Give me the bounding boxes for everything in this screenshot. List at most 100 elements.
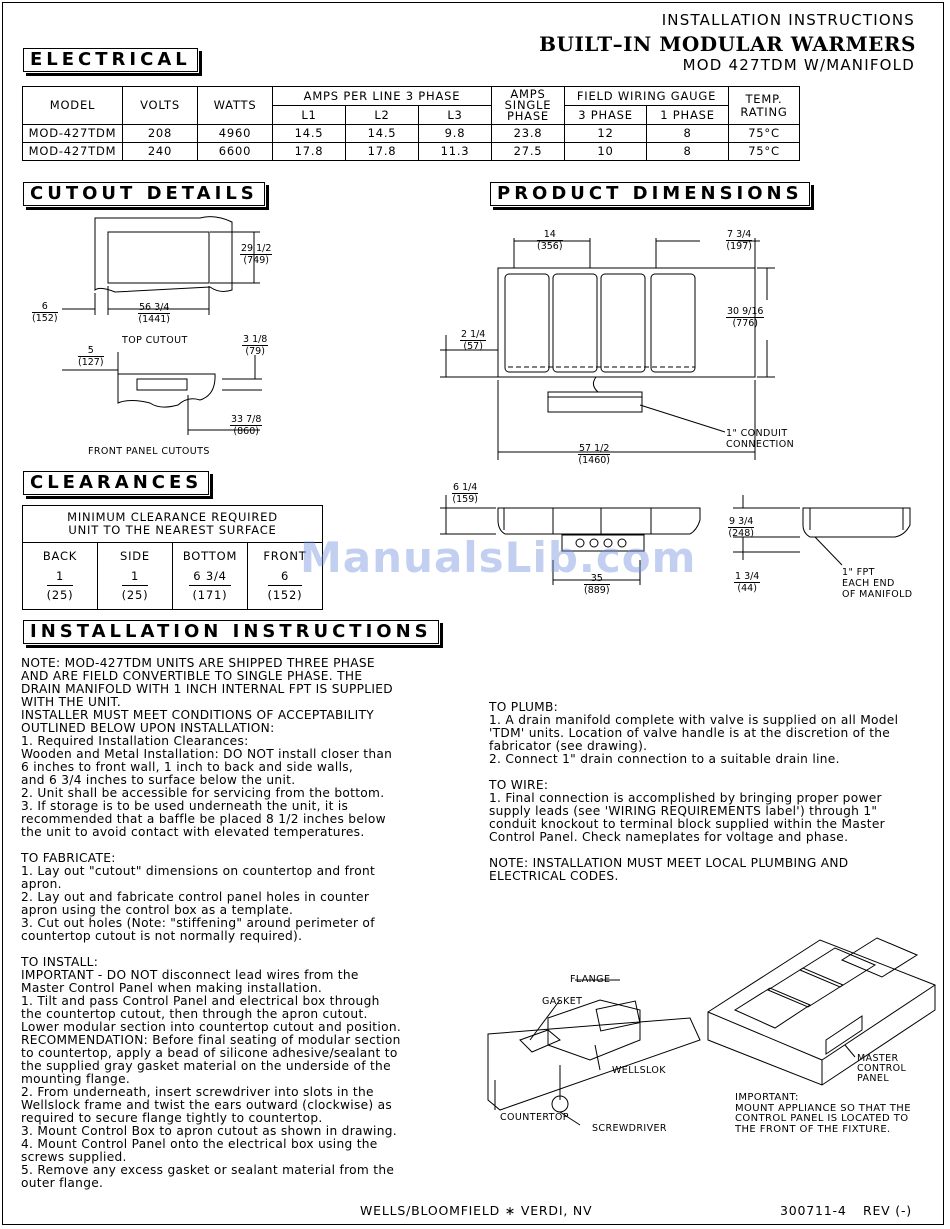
dim-mm: (1460) bbox=[578, 455, 610, 466]
table-row: MOD-427TDM 208 4960 14.5 14.5 9.8 23.8 1… bbox=[22, 124, 800, 143]
clearance-in: 6 3/4 bbox=[189, 567, 231, 586]
dim-5: 5(127) bbox=[78, 345, 104, 368]
dim-7-3-4: 7 3/4(197) bbox=[726, 229, 753, 252]
dim-mm: (1441) bbox=[138, 314, 170, 325]
cell-model: MOD-427TDM bbox=[22, 142, 123, 161]
col-amps-single-l3: PHASE bbox=[506, 109, 549, 123]
clearance-label: BACK bbox=[42, 549, 78, 563]
cutout-drawings bbox=[62, 216, 262, 435]
cell-l2: 14.5 bbox=[345, 124, 419, 143]
clearance-mm: (152) bbox=[267, 588, 303, 602]
table-row: MOD-427TDM 240 6600 17.8 17.8 11.3 27.5 … bbox=[22, 142, 800, 161]
dim-value: 57 1/2 bbox=[578, 443, 611, 455]
unit-top-view bbox=[497, 267, 756, 378]
col-amps-single-l2: SINGLE bbox=[504, 98, 552, 112]
dim-mm: (197) bbox=[726, 241, 752, 252]
front-control-panel bbox=[561, 534, 645, 552]
fpt-label-3: OF MANIFOLD bbox=[842, 589, 913, 600]
dim-35: 35(889) bbox=[584, 573, 610, 596]
master-panel-label-1: MASTER bbox=[857, 1053, 899, 1064]
cutout-heading: CUTOUT DETAILS bbox=[23, 182, 269, 210]
master-panel-label-3: PANEL bbox=[857, 1073, 890, 1084]
clearance-in: 1 bbox=[46, 567, 74, 586]
document-title: BUILT–IN MODULAR WARMERS bbox=[539, 32, 916, 56]
electrical-table: MODEL VOLTS WATTS AMPS PER LINE 3 PHASE … bbox=[22, 86, 800, 161]
dim-value: 6 bbox=[32, 301, 58, 313]
cell-watts: 4960 bbox=[197, 124, 273, 143]
clearance-title: MINIMUM CLEARANCE REQUIRED UNIT TO THE N… bbox=[22, 505, 323, 543]
clearances-heading: CLEARANCES bbox=[23, 471, 214, 499]
clearance-back: BACK 1 (25) bbox=[22, 542, 98, 610]
dim-value: 9 3/4 bbox=[728, 516, 755, 528]
cell-single: 27.5 bbox=[491, 142, 565, 161]
dim-value: 6 1/4 bbox=[452, 482, 479, 494]
footer-company: WELLS/BLOOMFIELD ∗ VERDI, NV bbox=[360, 1203, 593, 1218]
dim-mm: (127) bbox=[78, 357, 104, 368]
dim-2-1-4: 2 1/4(57) bbox=[460, 329, 487, 352]
warmer-unit-drawing bbox=[707, 939, 936, 1086]
conduit-label-1: 1" CONDUIT bbox=[726, 428, 788, 439]
dim-mm: (776) bbox=[732, 318, 758, 329]
master-panel-drawing bbox=[825, 1015, 863, 1055]
top-cutout-opening bbox=[107, 231, 210, 284]
col-amps-single: AMPS SINGLE PHASE bbox=[491, 86, 565, 125]
model-subtitle: MOD 427TDM W/MANIFOLD bbox=[682, 56, 915, 74]
master-panel-label-2: CONTROL bbox=[857, 1063, 907, 1074]
clearance-values-row: BACK 1(25) SIDE 1(25) BOTTOM 6 3/4(171) … bbox=[22, 542, 323, 610]
dim-14: 14(356) bbox=[537, 229, 563, 252]
clearance-mm: (25) bbox=[121, 588, 149, 602]
clearance-label: SIDE bbox=[119, 549, 150, 563]
table-header-row: MODEL VOLTS WATTS AMPS PER LINE 3 PHASE … bbox=[22, 86, 800, 125]
dim-mm: (44) bbox=[737, 583, 757, 594]
dim-value: 1 3/4 bbox=[734, 571, 761, 583]
dim-mm: (749) bbox=[243, 255, 269, 266]
dim-value: 33 7/8 bbox=[230, 414, 263, 426]
table-subheader-row: L1 L2 L3 3 PHASE 1 PHASE bbox=[23, 105, 800, 125]
clearance-mm: (25) bbox=[46, 588, 74, 602]
dim-mm: (159) bbox=[452, 494, 478, 505]
wellslok-label: WELLSLOK bbox=[612, 1065, 666, 1076]
dim-mm: (248) bbox=[728, 528, 754, 539]
cell-model: MOD-427TDM bbox=[22, 124, 123, 143]
col-watts: WATTS bbox=[197, 86, 273, 125]
cell-temp: 75°C bbox=[728, 124, 800, 143]
dim-9-3-4: 9 3/4(248) bbox=[728, 516, 755, 539]
dim-value: 3 1/8 bbox=[242, 334, 269, 346]
countertop-drawing bbox=[487, 1017, 701, 1111]
clearance-value: 1 (25) bbox=[46, 567, 74, 604]
clearance-label: FRONT bbox=[263, 549, 307, 563]
screwdriver-label: SCREWDRIVER bbox=[592, 1123, 667, 1134]
dim-33-7-8: 33 7/8(860) bbox=[230, 414, 263, 437]
cell-volts: 208 bbox=[122, 124, 198, 143]
installation-left-text: NOTE: MOD-427TDM UNITS ARE SHIPPED THREE… bbox=[21, 656, 402, 1190]
clearance-mm: (171) bbox=[192, 588, 228, 602]
dim-value: 56 3/4 bbox=[138, 302, 171, 314]
clearance-title-line1: MINIMUM CLEARANCE REQUIRED bbox=[67, 510, 278, 524]
clearance-label: BOTTOM bbox=[182, 549, 238, 563]
well-2 bbox=[552, 273, 598, 373]
clearance-value: 6 3/4 (171) bbox=[189, 567, 231, 604]
dim-mm: (57) bbox=[463, 341, 483, 352]
product-drawings bbox=[440, 238, 911, 585]
footer-docnum: 300711-4 bbox=[780, 1203, 847, 1218]
dim-3-1-8: 3 1/8(79) bbox=[242, 334, 269, 357]
dim-value: 7 3/4 bbox=[726, 229, 753, 241]
header-line1: INSTALLATION INSTRUCTIONS bbox=[661, 11, 915, 29]
dim-6: 6(152) bbox=[32, 301, 58, 324]
well-4 bbox=[650, 273, 696, 373]
col-gauge-3: 3 PHASE bbox=[564, 105, 647, 125]
important-note: IMPORTANT: MOUNT APPLIANCE SO THAT THE C… bbox=[735, 1092, 911, 1135]
control-box bbox=[547, 391, 643, 413]
dim-mm: (356) bbox=[537, 241, 563, 252]
cell-temp: 75°C bbox=[728, 142, 800, 161]
dim-29-1-2: 29 1/2(749) bbox=[240, 243, 273, 266]
unit-front-view bbox=[497, 507, 701, 535]
unit-side-view bbox=[802, 507, 911, 538]
clearance-in: 1 bbox=[121, 567, 149, 586]
cell-l3: 11.3 bbox=[418, 142, 492, 161]
clearance-title-row: MINIMUM CLEARANCE REQUIRED UNIT TO THE N… bbox=[22, 505, 323, 543]
col-amps-single-l1: AMPS bbox=[510, 87, 546, 101]
clearance-title-line2: UNIT TO THE NEAREST SURFACE bbox=[68, 523, 277, 537]
